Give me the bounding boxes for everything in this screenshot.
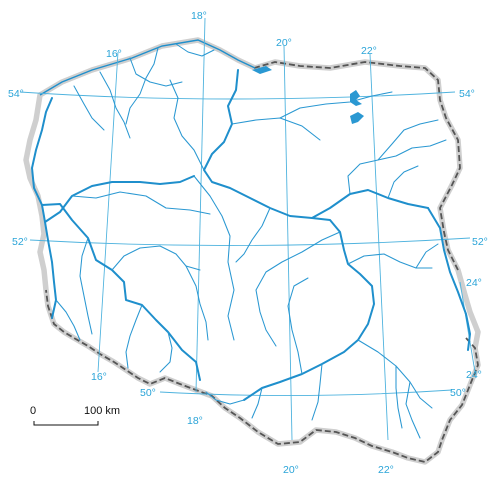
bobr-river [79, 237, 93, 335]
odra-inland-river [41, 203, 201, 381]
meridian-18 [195, 17, 206, 393]
san-upper-river [405, 381, 421, 439]
nida-river [287, 277, 309, 375]
meridian-label-18-bottom: 18° [187, 415, 203, 427]
bzura-river [235, 207, 271, 263]
meridian-20 [283, 45, 293, 441]
parallel-label-54-right: 54° [459, 88, 475, 100]
meridian-label-24-upper: 24° [466, 277, 482, 289]
parallel-54 [19, 91, 456, 100]
graticule-labels: 16° 18° 20° 22° 16° 18° 20° 22° 24° 24° … [8, 10, 488, 476]
biebrza-river [377, 119, 439, 161]
country-border [23, 37, 481, 465]
brda-river [169, 79, 205, 171]
meridian-22 [369, 53, 389, 441]
meridian-label-16-bottom: 16° [91, 371, 107, 383]
wisla-upper-river [205, 391, 245, 405]
rivers [31, 43, 471, 439]
meridian-24 [459, 281, 476, 373]
rega-river [73, 85, 105, 131]
wislok-river [395, 365, 403, 429]
lake-mamry [350, 112, 364, 124]
parallel-label-52-left: 52° [12, 236, 28, 248]
parallel-52 [29, 237, 471, 246]
meridian-label-18-top: 18° [191, 10, 207, 22]
meridian-label-20-top: 20° [276, 37, 292, 49]
parallel-label-52-right: 52° [472, 236, 488, 248]
wieprz-river [347, 253, 433, 269]
parallel-label-50-left: 50° [140, 387, 156, 399]
scale-bar: 0 100 km [30, 405, 120, 426]
parallel-50 [159, 389, 453, 397]
bug-narew-river [311, 189, 429, 219]
mala-panew-river [159, 331, 173, 373]
slupia-river [125, 47, 159, 125]
krzna-river [415, 243, 439, 269]
dunajec-river [311, 363, 323, 421]
parallel-label-54-left: 54° [8, 88, 24, 100]
lake-vistula-lagoon [252, 66, 272, 74]
lakes [252, 66, 364, 124]
prosna-river [185, 265, 209, 341]
lake-sniardwy [350, 90, 362, 106]
vistula-river [203, 69, 375, 401]
nysa-klodzka-river [125, 304, 143, 369]
parseta-river [99, 71, 131, 139]
narew-river [347, 139, 447, 195]
notec-river [71, 191, 211, 215]
warta-river [44, 175, 195, 223]
scale-bar-end-label: 100 km [84, 405, 120, 417]
meridian-label-22-top: 22° [361, 45, 377, 57]
meridian-label-16-top: 16° [106, 48, 122, 60]
bug-river [427, 207, 471, 351]
pilica-river [255, 231, 341, 347]
raba-river [251, 387, 263, 419]
kwisa-river [55, 299, 81, 341]
meridian-label-22-bottom: 22° [378, 464, 394, 476]
meridian-label-24-lower: 24° [466, 369, 482, 381]
lyna-river [279, 91, 393, 119]
warta-upper-river [193, 175, 235, 341]
baltic-coastline [39, 39, 256, 96]
meridian-label-20-bottom: 20° [283, 464, 299, 476]
scale-bar-start-label: 0 [30, 405, 36, 417]
wieprza-river [129, 57, 183, 87]
san-river [357, 339, 433, 409]
leba-river [175, 43, 215, 57]
liwiec-river [387, 165, 419, 199]
parallel-label-50-right: 50° [450, 387, 466, 399]
